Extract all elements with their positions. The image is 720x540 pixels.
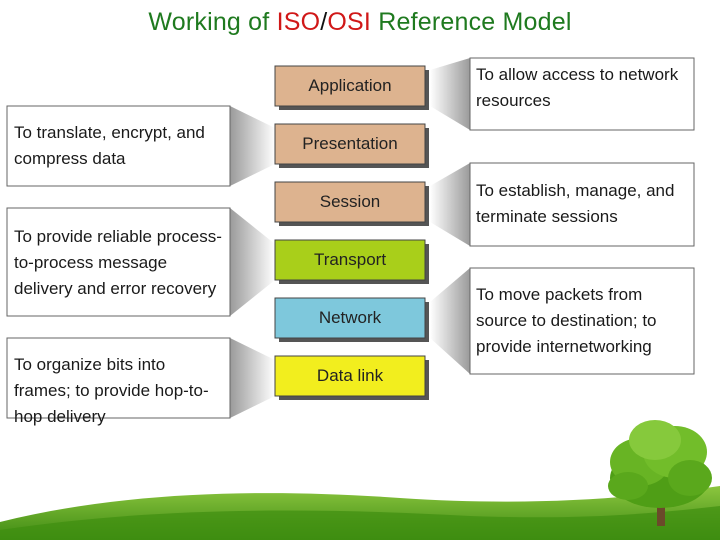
desc-box-datalink: [6, 337, 231, 419]
layer-stack: [274, 65, 429, 400]
layer-label-application: Application: [308, 76, 392, 95]
layer-box-network: [274, 297, 426, 339]
slide-title: Working of ISO/OSI Reference Model: [0, 8, 720, 37]
desc-box-presentation: [6, 105, 231, 187]
layer-label-transport: Transport: [313, 250, 387, 269]
desc-transport: To provide reliable process-to-process m…: [14, 227, 222, 298]
tree-icon: [608, 420, 712, 526]
layer-label-network: Network: [318, 308, 382, 327]
desc-box-transport: [6, 207, 231, 317]
layer-box-application: [274, 65, 426, 107]
title-part-iso: ISO: [276, 8, 321, 36]
desc-datalink: To organize bits into frames; to provide…: [14, 355, 209, 426]
layer-box-datalink: [274, 355, 426, 397]
layer-box-presentation: [274, 123, 426, 165]
desc-presentation: To translate, encrypt, and compress data: [14, 123, 205, 168]
layer-box-transport: [274, 239, 426, 281]
connector-presentation: [230, 106, 275, 186]
title-part-rest: Reference Model: [371, 8, 572, 36]
layer-label-datalink: Data link: [316, 366, 384, 385]
connector-network: [430, 268, 470, 374]
connector-session: [430, 163, 470, 246]
title-part-1: Working of: [148, 8, 277, 36]
layer-label-presentation: Presentation: [302, 134, 398, 153]
desc-box-session: [469, 162, 695, 247]
connector-application: [430, 58, 470, 130]
desc-application: To allow access to network resources: [476, 65, 679, 110]
title-part-osi: OSI: [327, 8, 372, 36]
title-slash: /: [320, 8, 328, 36]
layer-label-session: Session: [319, 192, 381, 211]
desc-box-application: [469, 57, 695, 131]
connector-transport: [230, 208, 275, 316]
layer-box-session: [274, 181, 426, 223]
desc-session: To establish, manage, and terminate sess…: [476, 181, 675, 226]
desc-box-network: [469, 267, 695, 375]
connector-datalink: [230, 338, 275, 418]
desc-network: To move packets from source to destinati…: [476, 285, 657, 356]
